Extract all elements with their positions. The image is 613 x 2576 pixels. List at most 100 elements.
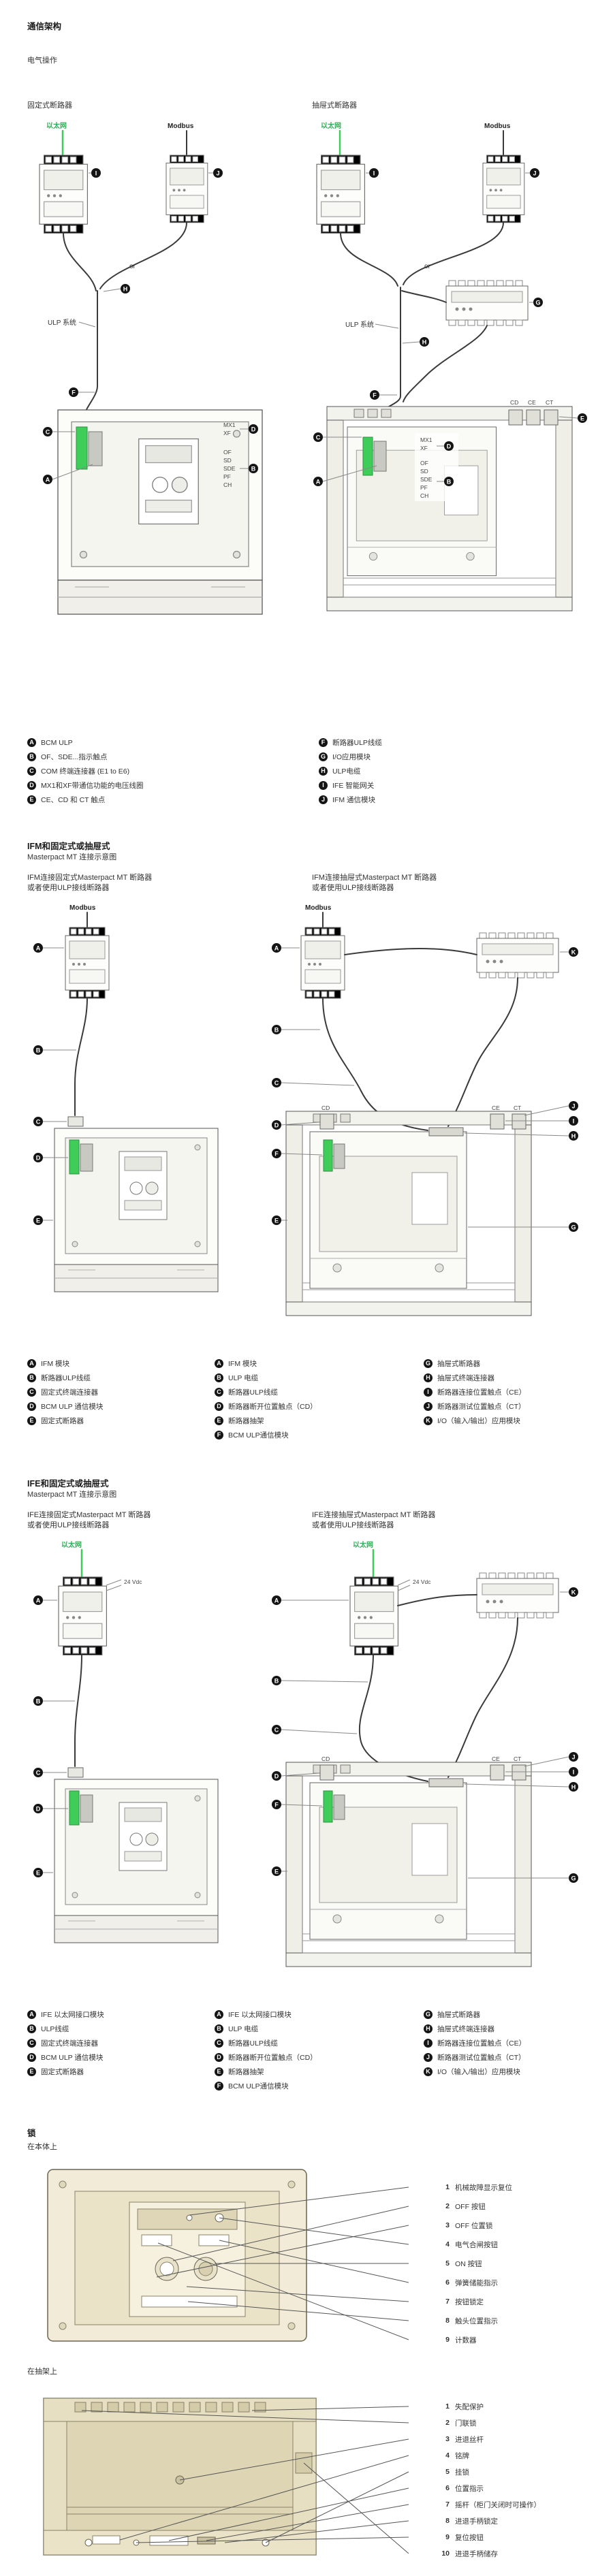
com-connector-strip xyxy=(323,1790,333,1823)
ife-gateway-module xyxy=(39,155,88,234)
badge-j: J xyxy=(524,1101,578,1116)
callout-label: 电气合闸按钮 xyxy=(455,2240,498,2249)
legend-badge: C xyxy=(27,767,36,776)
svg-text:E: E xyxy=(274,1218,279,1224)
callout-label: 复位按钮 xyxy=(455,2533,484,2542)
bcm-ulp-block xyxy=(333,1143,345,1169)
ifm-section-subtitle: Masterpact MT 连接示意图 xyxy=(27,853,117,861)
callout-label: 铭牌 xyxy=(455,2451,469,2460)
legend-label: 断路器断开位置触点（CD） xyxy=(228,2054,317,2062)
io-module xyxy=(476,932,559,979)
legend-label: OF、SDE...指示触点 xyxy=(41,753,108,761)
badge-j: J xyxy=(525,168,539,178)
io-module xyxy=(445,280,529,326)
legend-badge: A xyxy=(215,2010,223,2019)
legend-badge: J xyxy=(319,795,328,804)
legend-label: IFE 以太网接口模块 xyxy=(41,2011,104,2019)
badge-b: B xyxy=(272,1025,320,1034)
legend-badge: J xyxy=(424,2053,433,2062)
or-label: or xyxy=(129,263,136,270)
svg-text:J: J xyxy=(216,170,219,177)
badge-c: C xyxy=(272,1078,355,1087)
legend-label: 断路器抽架 xyxy=(228,1417,264,1425)
callout-number: 5 xyxy=(445,2468,450,2476)
ifm-left-caption2: 或者使用ULP接线断路器 xyxy=(27,884,110,892)
mx1-label: MX1 xyxy=(420,436,433,443)
svg-text:D: D xyxy=(251,426,256,433)
24vdc-label: 24 Vdc xyxy=(124,1578,142,1585)
breaker-ulp-cord xyxy=(74,1654,82,1767)
badge-g: G xyxy=(468,1222,578,1232)
fault-reset-button xyxy=(186,2214,193,2221)
badge-a: A xyxy=(43,464,93,484)
legend-badge: E xyxy=(27,1416,36,1425)
callout-number: 2 xyxy=(445,2419,450,2427)
bcm-ulp-block xyxy=(80,1143,93,1172)
modbus-label: Modbus xyxy=(305,904,332,912)
badge-b: B xyxy=(272,1676,368,1685)
svg-text:E: E xyxy=(36,1218,40,1224)
legend-badge: H xyxy=(319,767,328,776)
svg-text:E: E xyxy=(580,415,584,422)
callout-number: 7 xyxy=(445,2500,450,2509)
diagram-ife-drawout: 以太网 24 Vdc A K B C CD CE CT D F E J I H … xyxy=(272,1540,578,1967)
callout-label: 失配保护 xyxy=(455,2402,484,2411)
ulp-system-label: ULP 系统 xyxy=(48,318,76,327)
svg-text:H: H xyxy=(571,1133,576,1140)
legend-label: BCM ULP xyxy=(41,738,73,747)
badge-e: E xyxy=(272,1866,287,1876)
bcm-ulp-block xyxy=(88,431,103,466)
legend-badge: F xyxy=(215,1431,223,1440)
badge-i: I xyxy=(366,168,379,178)
svg-text:A: A xyxy=(36,1597,41,1604)
callout-item: 3 OFF 位置锁 xyxy=(440,2216,512,2235)
svg-text:F: F xyxy=(72,389,76,396)
callout-label: OFF 位置锁 xyxy=(455,2221,493,2230)
badge-g: G xyxy=(468,1873,578,1883)
modbus-label: Modbus xyxy=(168,123,194,130)
24vdc-label: 24 Vdc xyxy=(413,1578,431,1585)
legend-label: I/O应用模块 xyxy=(332,753,371,761)
legend-label: ULP 电缆 xyxy=(228,1374,259,1382)
ulp-system-cable xyxy=(81,290,98,426)
legend-label: 抽屉式断路器 xyxy=(437,2011,480,2019)
ife-right-caption1: IFE连接抽屉式Masterpact MT 断路器 xyxy=(312,1511,436,1519)
legend-label: BCM ULP通信模块 xyxy=(228,1431,289,1440)
callout-label: 挂锁 xyxy=(455,2468,469,2477)
svg-text:K: K xyxy=(571,1589,576,1596)
badge-d: D xyxy=(33,1804,68,1813)
ce-label: CE xyxy=(492,1755,500,1762)
legend-badge: D xyxy=(27,1402,36,1411)
callout-label: 摇杆（柜门关闭时可操作） xyxy=(455,2500,541,2509)
ife-left-caption2: 或者使用ULP接线断路器 xyxy=(27,1521,110,1529)
badge-j: J xyxy=(524,1752,578,1767)
badge-e: E xyxy=(559,413,587,423)
diagram-ifm-fixed: Modbus A B C D E xyxy=(33,904,219,1292)
legend-label: ULP线缆 xyxy=(41,2025,69,2033)
callout-number: 3 xyxy=(445,2221,450,2229)
ife-left-caption1: IFE连接固定式Masterpact MT 断路器 xyxy=(27,1511,151,1519)
legend-badge: G xyxy=(424,2010,433,2019)
badge-a: A xyxy=(272,1595,349,1605)
legend-badge: C xyxy=(215,1388,223,1397)
io-link-cable xyxy=(401,290,447,303)
callout-number: 5 xyxy=(445,2259,450,2268)
badge-b: B xyxy=(240,464,258,473)
counter-window xyxy=(141,2234,172,2246)
svg-text:A: A xyxy=(36,945,41,952)
